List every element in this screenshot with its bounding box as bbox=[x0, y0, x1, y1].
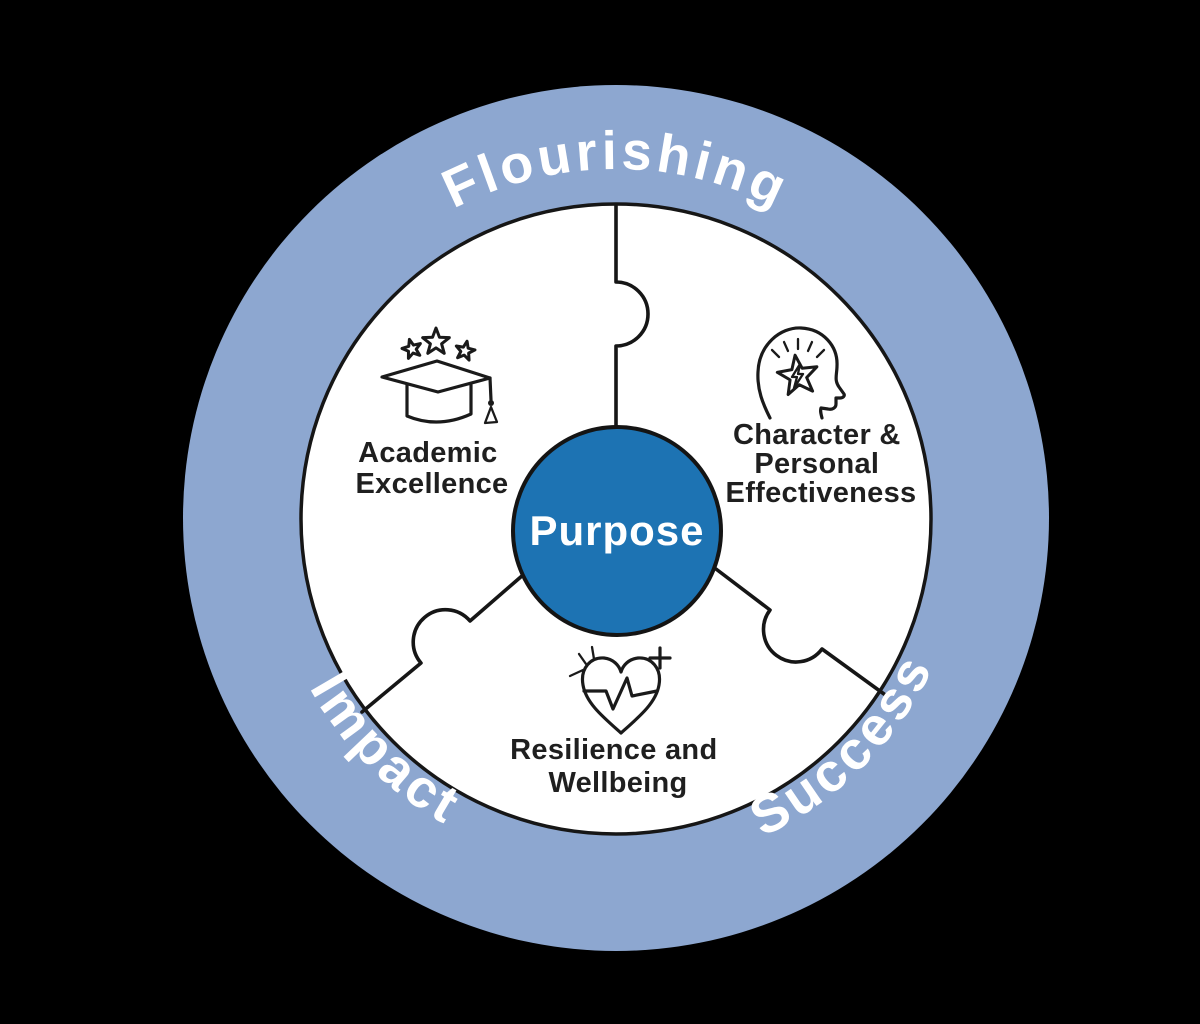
resilience-wellbeing-label: Resilience and Wellbeing bbox=[510, 734, 726, 799]
purpose-label: Purpose bbox=[529, 507, 704, 554]
label-line: Character & bbox=[733, 419, 901, 451]
puzzle-divider-top bbox=[614, 204, 650, 430]
tassel-cord bbox=[488, 376, 493, 402]
section-character-effectiveness: Character & Personal Effectiveness bbox=[726, 328, 917, 509]
label-line: Academic bbox=[358, 437, 497, 469]
heart-outline bbox=[580, 656, 662, 735]
head-star-icon bbox=[758, 328, 844, 418]
label-line: Excellence bbox=[356, 468, 509, 500]
heart-pulse-icon bbox=[568, 645, 672, 735]
section-resilience-wellbeing: Resilience and Wellbeing bbox=[510, 645, 726, 799]
label-line: Resilience and bbox=[510, 734, 717, 766]
tassel-end bbox=[483, 405, 499, 425]
label-line: Personal bbox=[754, 448, 879, 480]
section-academic-excellence: Academic Excellence bbox=[356, 328, 509, 500]
label-line: Wellbeing bbox=[548, 767, 687, 799]
spark-rays bbox=[770, 337, 826, 359]
label-line: Effectiveness bbox=[726, 477, 917, 509]
puzzle-divider-bottom-right bbox=[714, 567, 886, 696]
graduation-cap-icon bbox=[380, 328, 499, 425]
lightning-bolt bbox=[790, 362, 805, 390]
puzzle-dividers bbox=[360, 204, 886, 714]
purpose-circle bbox=[511, 425, 723, 637]
purpose-hub: Purpose bbox=[511, 425, 723, 637]
puzzle-divider-bottom-left bbox=[360, 573, 525, 714]
character-effectiveness-label: Character & Personal Effectiveness bbox=[726, 419, 917, 509]
plus-icon bbox=[648, 646, 672, 670]
sparkle-rays bbox=[568, 645, 596, 678]
cap-base bbox=[405, 383, 473, 424]
tassel-bead bbox=[488, 400, 494, 406]
academic-excellence-label: Academic Excellence bbox=[356, 437, 509, 500]
head-profile bbox=[756, 326, 846, 420]
pulse-line bbox=[582, 676, 659, 711]
